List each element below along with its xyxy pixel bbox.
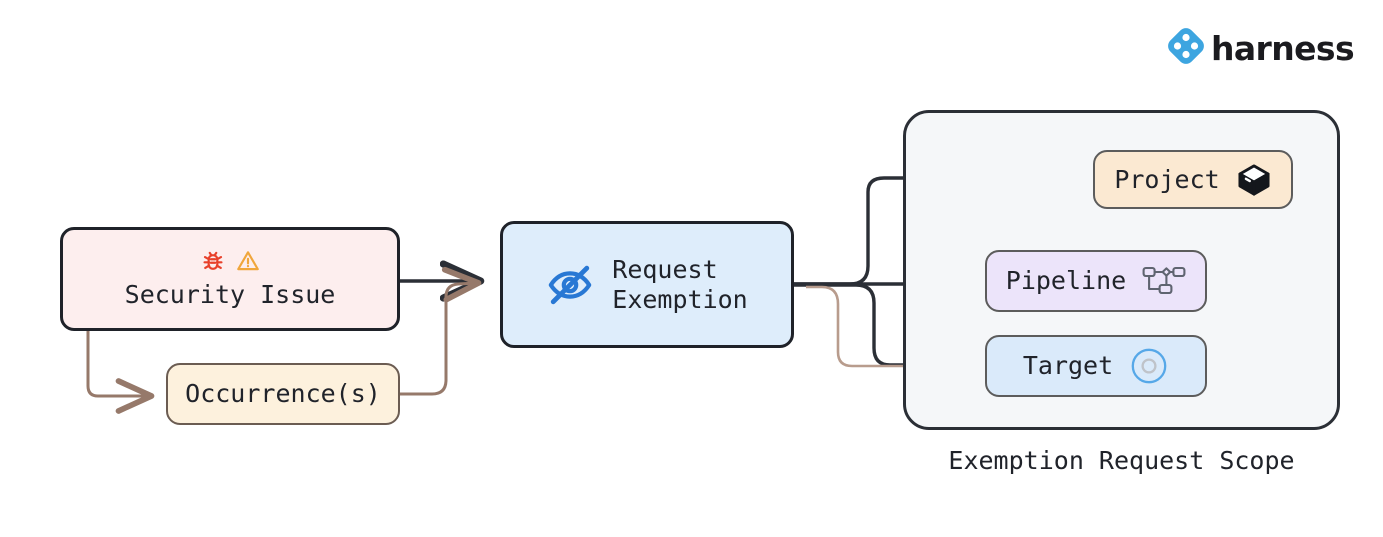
- pipeline-label: Pipeline: [1005, 266, 1127, 296]
- node-pipeline[interactable]: Pipeline: [985, 250, 1207, 312]
- node-target[interactable]: Target: [985, 335, 1207, 397]
- node-security-issue[interactable]: Security Issue: [60, 227, 400, 331]
- harness-brand: harness: [1168, 28, 1355, 68]
- node-occurrences[interactable]: Occurrence(s): [166, 363, 400, 425]
- eye-off-icon: [546, 261, 594, 309]
- target-label: Target: [1022, 351, 1114, 381]
- harness-wordmark: harness: [1211, 28, 1355, 68]
- target-ring-icon: [1129, 346, 1169, 386]
- security-issue-label: Security Issue: [124, 280, 336, 310]
- node-request-exemption[interactable]: Request Exemption: [500, 221, 794, 348]
- occurrences-label: Occurrence(s): [185, 379, 381, 409]
- cube-box-icon: [1236, 162, 1272, 198]
- node-project[interactable]: Project: [1093, 150, 1293, 209]
- pipeline-nodes-icon: [1142, 265, 1186, 297]
- project-label: Project: [1114, 164, 1220, 194]
- security-issue-icon-row: [200, 248, 261, 278]
- bug-icon: [200, 248, 226, 278]
- request-exemption-label: Request Exemption: [612, 255, 748, 314]
- edge-occurrences-to-request: [400, 266, 482, 396]
- warning-triangle-icon: [235, 248, 261, 278]
- harness-diamond-logo-icon: [1168, 28, 1204, 68]
- edge-security-to-occurrences: [86, 331, 155, 414]
- exemption-request-scope-label: Exemption Request Scope: [948, 446, 1295, 475]
